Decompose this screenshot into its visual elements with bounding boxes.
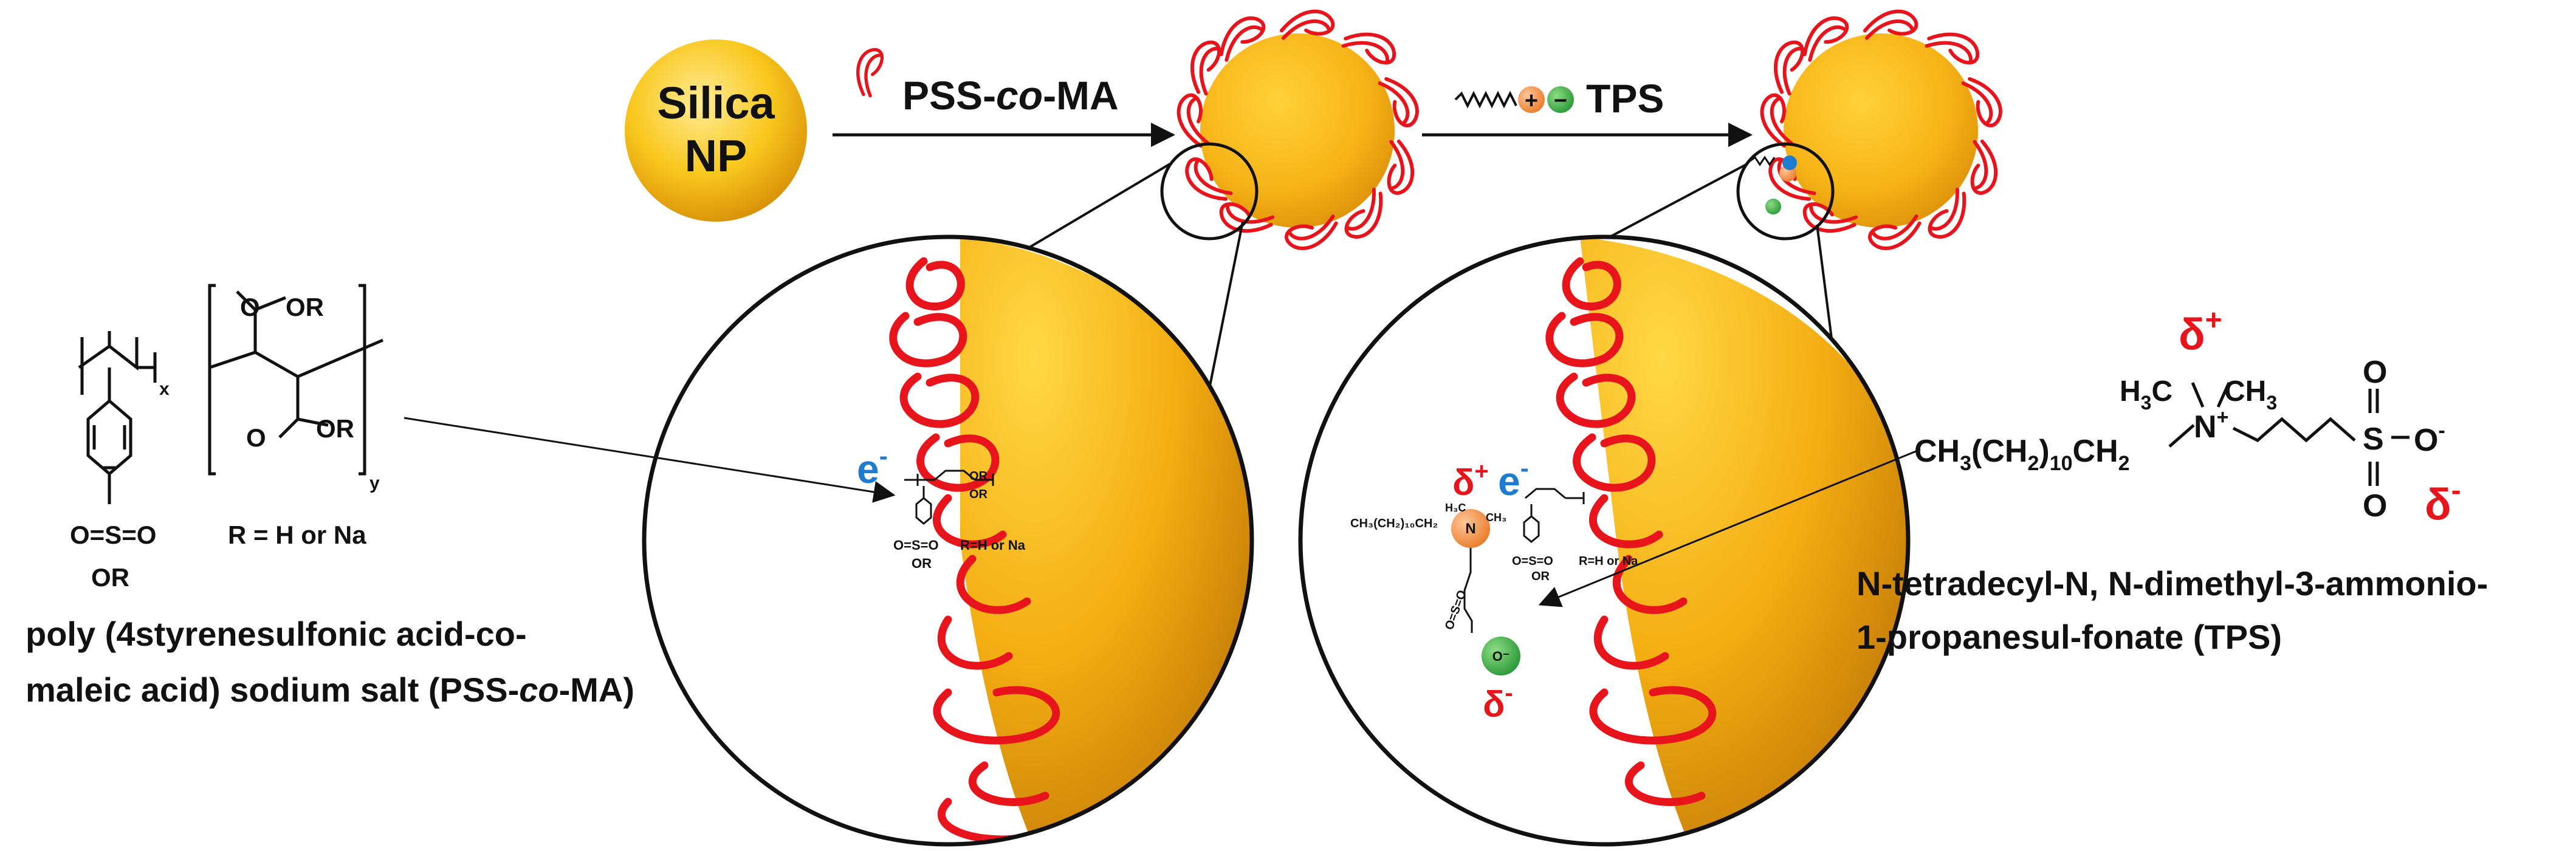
tps-h3c: H3C	[2120, 375, 2172, 414]
mini-sulfonyl: O=S=O	[893, 538, 939, 553]
delta-minus-label: δ-	[2425, 474, 2461, 529]
pss-or-top: OR	[286, 293, 324, 321]
tps-o-bottom: O	[2363, 488, 2387, 524]
electron-label-right: e-	[1498, 454, 1529, 504]
tps-caption-line2: 1-propanesul-fonate (TPS)	[1856, 618, 2282, 656]
coated-np-sphere	[1200, 33, 1395, 228]
zoom-detail-right: δ+ e- N CH₃(CH₂)₁₀CH₂ H₃C CH₃ O=S=O O⁻ δ…	[1298, 234, 1911, 847]
mini-n-plus-icon	[1451, 509, 1490, 548]
pss-o-bottom: O	[246, 423, 266, 452]
silica-sphere	[625, 39, 807, 222]
pss-caption: poly (4styrenesulfonic acid-co- maleic a…	[26, 615, 634, 709]
mini-r-def-2: R=H or Na	[1579, 555, 1638, 568]
mini-or-3: OR	[969, 488, 988, 501]
plus-charge-label: +	[1525, 88, 1538, 114]
tps-tail-icon	[1454, 91, 1517, 109]
zoom-circle-right-big	[1298, 234, 1911, 847]
pss-structure	[78, 284, 383, 504]
tps-n-plus: N+	[2194, 406, 2228, 445]
modified-np-sphere	[1784, 33, 1978, 228]
pss-or-bottom: OR	[316, 414, 354, 443]
pss-r-def: R = H or Na	[228, 521, 366, 549]
silica-label-line1: Silica	[657, 78, 775, 128]
pss-sub-x: x	[159, 379, 170, 399]
tps-alkyl-chain: CH3(CH2)10CH2	[1914, 434, 2130, 475]
delta-plus-label: δ+	[2179, 304, 2222, 359]
pss-coated-np	[1160, 9, 1421, 250]
tps-on-surface	[1750, 156, 1797, 214]
silica-label-line2: NP	[685, 131, 747, 181]
mini-n-label: N	[1465, 521, 1475, 537]
mini-pss-structure: e- O=S=O OR R=H or Na OR OR	[857, 442, 1026, 571]
pss-s-or: OR	[91, 563, 129, 592]
mini-or-2: OR	[969, 470, 988, 483]
pointer-arrow-tps	[1538, 448, 1921, 607]
mini-tps-structure: δ+ e- N CH₃(CH₂)₁₀CH₂ H₃C CH₃ O=S=O O⁻ δ…	[1350, 454, 1638, 725]
step1-label-post: -MA	[1043, 73, 1119, 118]
step2-label: TPS	[1586, 76, 1664, 121]
polymer-curl-icon	[847, 45, 892, 98]
mini-ch3: CH₃	[1486, 511, 1506, 524]
mini-or-1: OR	[912, 556, 932, 571]
tps-caption-line1: N-tetradecyl-N, N-dimethyl-3-ammonio-	[1856, 564, 2488, 603]
step1-arrow: PSS-co-MA	[833, 45, 1175, 147]
tps-o-minus: O-	[2414, 419, 2445, 458]
pss-caption-line1: poly (4styrenesulfonic acid-co-	[26, 615, 527, 653]
mini-h3c: H₃C	[1445, 502, 1466, 514]
pss-sulfonyl: O=S=O	[70, 521, 156, 549]
pss-sub-y: y	[369, 473, 380, 493]
step2-arrow: + − TPS	[1422, 76, 1753, 147]
minus-charge-label: −	[1554, 88, 1567, 114]
step1-label-pre: PSS-	[902, 73, 996, 118]
mini-o-minus-label: O⁻	[1492, 649, 1510, 664]
delta-minus-mini: δ-	[1483, 680, 1513, 725]
pointer-arrow-pss	[404, 417, 896, 503]
mini-or-right: OR	[1531, 570, 1550, 583]
tps-ch3: CH3	[2224, 375, 2277, 414]
pss-o-top: O	[240, 293, 260, 321]
tps-caption: N-tetradecyl-N, N-dimethyl-3-ammonio- 1-…	[1856, 564, 2488, 656]
minus-charge-icon	[1547, 86, 1574, 113]
step1-label: PSS-co-MA	[902, 73, 1119, 118]
pss-structure-text: O OR O OR x y O=S=O OR R = H or Na	[70, 293, 380, 592]
zoom-detail-left: e- O=S=O OR R=H or Na OR OR	[642, 234, 1254, 847]
step1-label-co: co	[996, 73, 1043, 118]
zoom-circle-left	[1160, 142, 1259, 241]
tps-o-top: O	[2363, 355, 2387, 390]
silica-np: Silica NP	[625, 39, 807, 222]
tps-s: S	[2363, 422, 2384, 457]
zoom-circle-left-big	[642, 234, 1254, 847]
mini-chain: CH₃(CH₂)₁₀CH₂	[1350, 517, 1438, 530]
plus-charge-icon	[1518, 86, 1545, 113]
tps-modified-np	[1736, 9, 2004, 250]
mini-r-def: R=H or Na	[960, 538, 1026, 553]
mini-o-minus-icon	[1482, 637, 1520, 675]
zoom-circle-right	[1736, 142, 1835, 241]
tps-structure: δ+ H3C CH3 CH3(CH2)10CH2 N+ O S O O- δ-	[1914, 304, 2461, 529]
delta-plus-mini: δ+	[1452, 458, 1489, 503]
mini-sulfonyl-2: O=S=O	[1512, 555, 1553, 568]
pss-caption-line2: maleic acid) sodium salt (PSS-co-MA)	[26, 671, 634, 709]
